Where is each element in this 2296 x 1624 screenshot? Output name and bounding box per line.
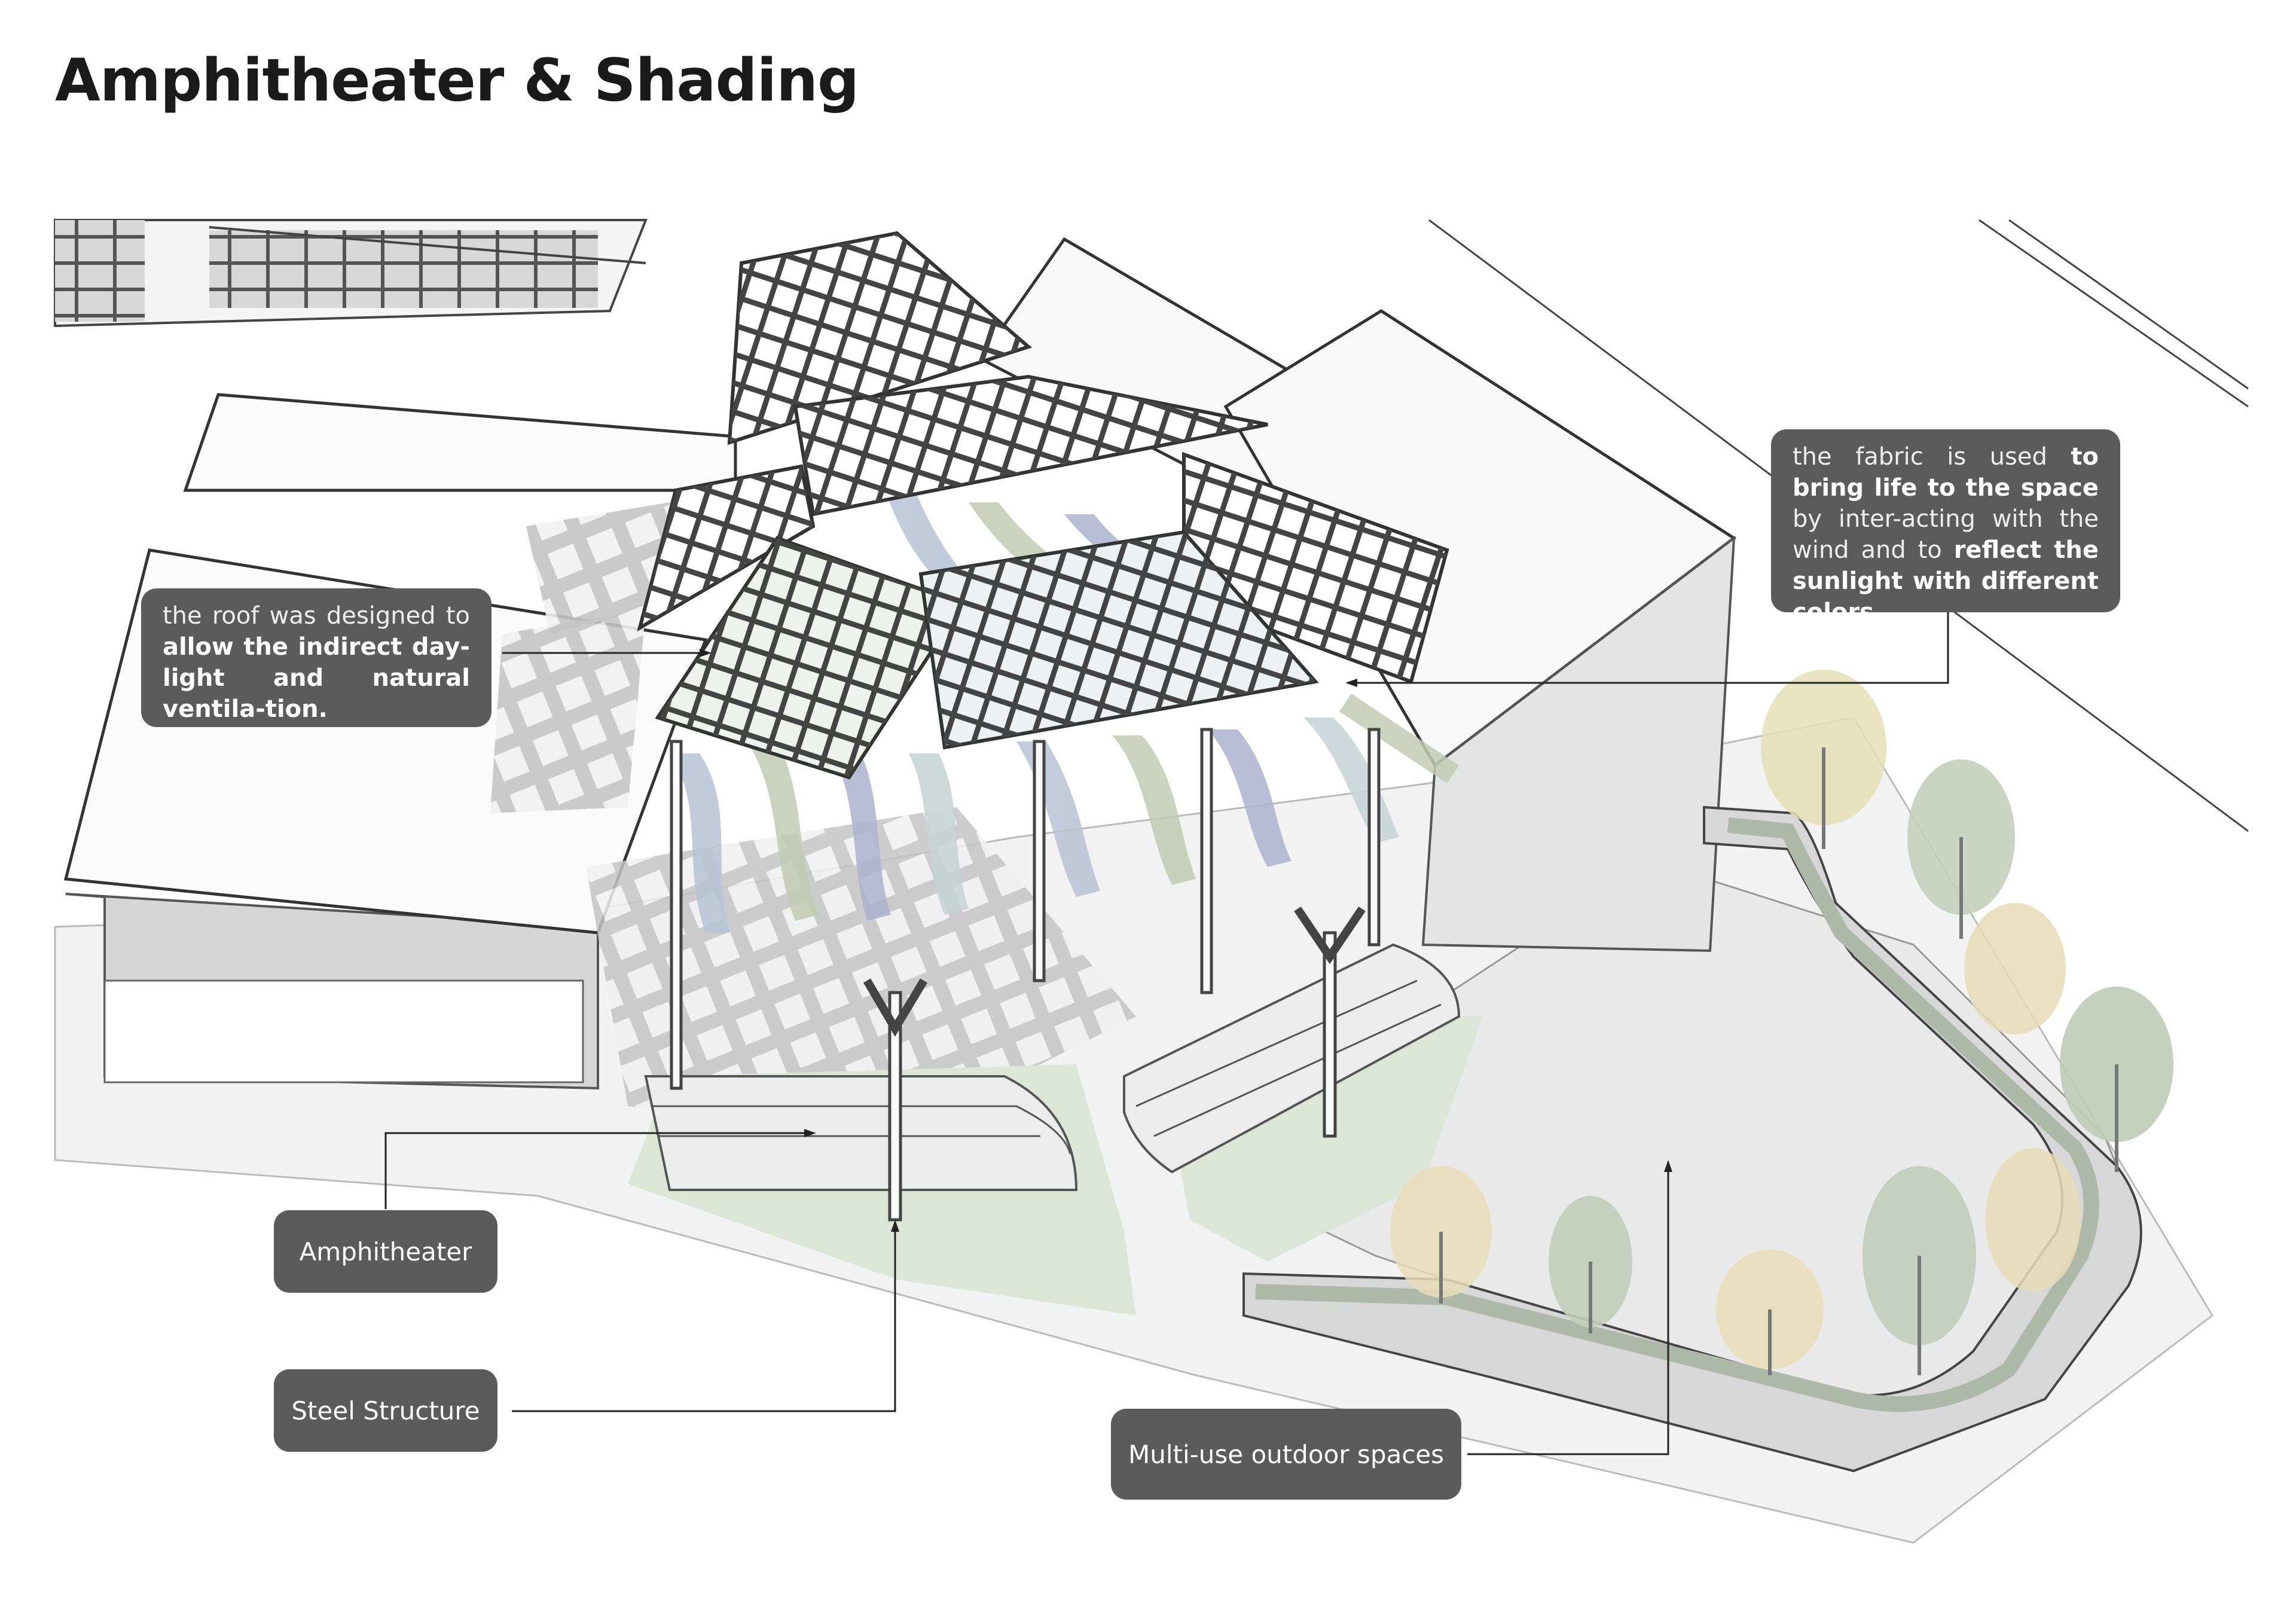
amphitheater-steps (644, 943, 1461, 1191)
steel-structure-label: Steel Structure (291, 1396, 480, 1425)
callout-outdoor-spaces: Multi-use outdoor spaces (1111, 1409, 1461, 1500)
callout-fabric: the fabric is used to bring life to the … (1771, 429, 2120, 626)
roof-text-2: allow the indirect day-light and natural… (163, 633, 470, 723)
fabric-text-3: by inter-acting with the wind and to (1793, 505, 2099, 564)
outdoor-spaces-label: Multi-use outdoor spaces (1128, 1439, 1445, 1469)
fabric-text-4: reflect the sunlight with different colo… (1793, 536, 2099, 626)
fabric-text-2: to bring life to the space (1793, 443, 2099, 502)
planter (1242, 805, 2142, 1473)
steel-columns (670, 728, 1381, 1222)
leader-lines (384, 612, 1949, 1455)
callout-amphitheater: Amphitheater (274, 1210, 497, 1293)
roof-text-1: the roof was designed to (163, 602, 470, 630)
amphitheater-label: Amphitheater (299, 1237, 472, 1266)
trees (1390, 670, 2173, 1375)
callout-roof: the roof was designed to allow the indir… (141, 588, 491, 727)
fabric-text-1: the fabric is used (1793, 443, 2047, 471)
grid-shadow (490, 502, 1136, 1136)
leader-fabric (1357, 612, 1949, 684)
leader-outdoor (1467, 1172, 1669, 1455)
roof-panels (637, 231, 1449, 780)
leader-amphitheater (384, 1132, 804, 1209)
page-title: Amphitheater & Shading (55, 47, 859, 115)
background-building (54, 219, 648, 328)
callout-steel-structure: Steel Structure (274, 1369, 497, 1452)
leader-steel (512, 1232, 896, 1412)
